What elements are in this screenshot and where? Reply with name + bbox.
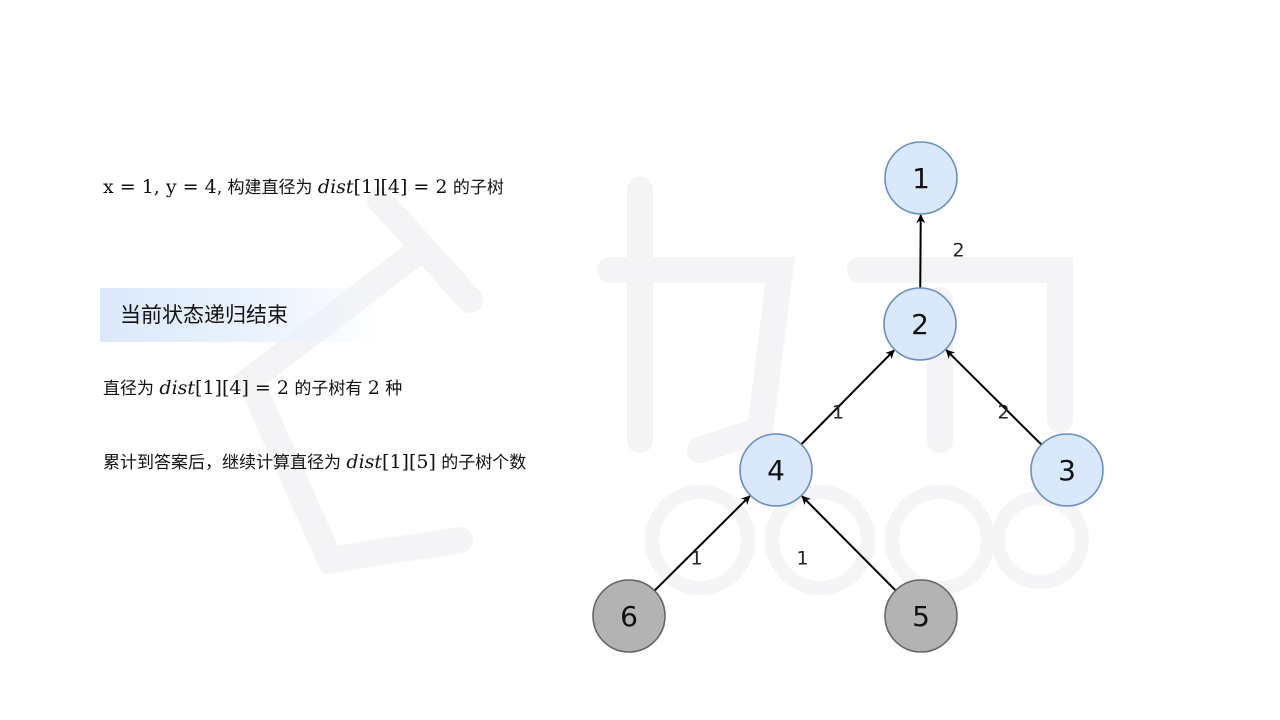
node-label-2: 2 xyxy=(911,308,929,341)
text-build-diameter: , 构建直径为 xyxy=(216,178,318,198)
edge-label-4-to-2: 1 xyxy=(832,402,844,424)
text-continue: 累计到答案后，继续计算直径为 xyxy=(103,453,347,473)
problem-statement: x = 1, y = 4, 构建直径为 dist[1][4] = 2 的子树 xyxy=(103,175,504,200)
math-dist-args: [1][4] = 2 xyxy=(195,377,289,399)
node-circle-3 xyxy=(1030,433,1104,507)
text-kinds: 种 xyxy=(379,379,403,399)
edge-label-2-to-1: 2 xyxy=(952,240,964,262)
math-count: 2 xyxy=(367,377,380,399)
tree-node-4: 4 xyxy=(739,433,813,507)
tree-node-5: 5 xyxy=(884,579,958,653)
node-circle-2 xyxy=(883,287,957,361)
edge-4-to-2 xyxy=(800,349,895,446)
edge-label-5-to-4: 1 xyxy=(796,548,808,570)
edge-6-to-4 xyxy=(653,495,751,592)
tree-node-2: 2 xyxy=(883,287,957,361)
node-label-3: 3 xyxy=(1058,454,1076,487)
status-banner: 当前状态递归结束 xyxy=(100,288,380,342)
node-label-6: 6 xyxy=(620,600,638,633)
node-circle-5 xyxy=(884,579,958,653)
node-circle-6 xyxy=(592,579,666,653)
node-circle-4 xyxy=(739,433,813,507)
edge-3-to-2 xyxy=(945,349,1043,446)
tree-node-6: 6 xyxy=(592,579,666,653)
node-label-4: 4 xyxy=(767,454,785,487)
node-circle-1 xyxy=(884,141,958,215)
math-dist-args: [1][5] xyxy=(382,451,436,473)
text-diameter: 直径为 xyxy=(103,379,160,399)
node-label-1: 1 xyxy=(912,162,930,195)
edge-label-6-to-4: 1 xyxy=(690,548,702,570)
edges: 2 1 2 1 1 xyxy=(653,214,1043,592)
tree-node-3: 3 xyxy=(1030,433,1104,507)
banner-text: 当前状态递归结束 xyxy=(120,303,288,327)
text-subtree-count: 的子树有 xyxy=(288,379,368,399)
math-dist-fn: dist xyxy=(159,377,196,399)
nodes: 1 2 4 3 6 5 xyxy=(592,141,1104,653)
math-xy: x = 1, y = 4 xyxy=(103,176,217,198)
node-label-5: 5 xyxy=(912,600,930,633)
tree-node-1: 1 xyxy=(884,141,958,215)
edge-5-to-4 xyxy=(801,495,897,592)
text-subtree: 的子树 xyxy=(447,178,504,198)
result-statement: 直径为 dist[1][4] = 2 的子树有 2 种 xyxy=(103,376,402,401)
math-dist-fn: dist xyxy=(346,451,383,473)
next-step-statement: 累计到答案后，继续计算直径为 dist[1][5] 的子树个数 xyxy=(103,450,526,475)
math-dist-fn: dist xyxy=(317,176,354,198)
edge-label-3-to-2: 2 xyxy=(997,402,1009,424)
text-subtree-number: 的子树个数 xyxy=(435,453,527,473)
edge-2-to-1 xyxy=(916,214,926,289)
math-dist-args: [1][4] = 2 xyxy=(353,176,448,198)
